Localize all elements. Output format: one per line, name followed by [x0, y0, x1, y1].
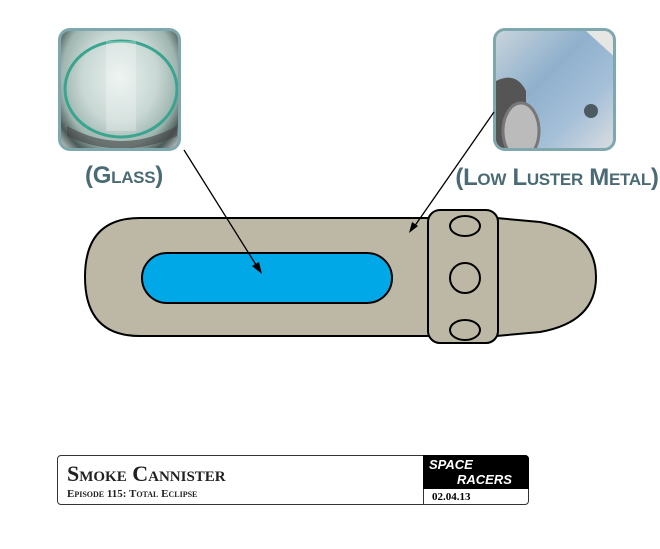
metal-leader-line	[413, 111, 495, 228]
glass-window	[141, 252, 393, 304]
collar-port-middle	[449, 262, 481, 294]
collar-port-top	[449, 215, 481, 237]
metal-label: (Low Luster Metal)	[455, 164, 659, 191]
collar-port-bottom	[449, 319, 481, 341]
logo-line-2: RACERS	[457, 472, 512, 487]
metal-swatch-image	[493, 28, 616, 151]
glass-swatch-image	[58, 28, 181, 151]
car-fender-icon	[496, 31, 613, 148]
glass-disc-icon	[63, 39, 178, 148]
nose-cone	[495, 216, 598, 338]
title-block: Smoke Cannister Episode 115: Total Eclip…	[57, 455, 529, 505]
glass-arrowhead	[252, 262, 262, 274]
date: 02.04.13	[423, 489, 528, 505]
space-racers-logo: SPACE RACERS	[423, 455, 529, 489]
glass-label: (Glass)	[85, 162, 163, 189]
metal-arrowhead	[409, 222, 418, 233]
drawing-title: Smoke Cannister	[67, 461, 226, 486]
episode-subtitle: Episode 115: Total Eclipse	[67, 488, 198, 500]
logo-line-1: SPACE	[429, 457, 473, 472]
glass-leader-line	[183, 149, 259, 269]
